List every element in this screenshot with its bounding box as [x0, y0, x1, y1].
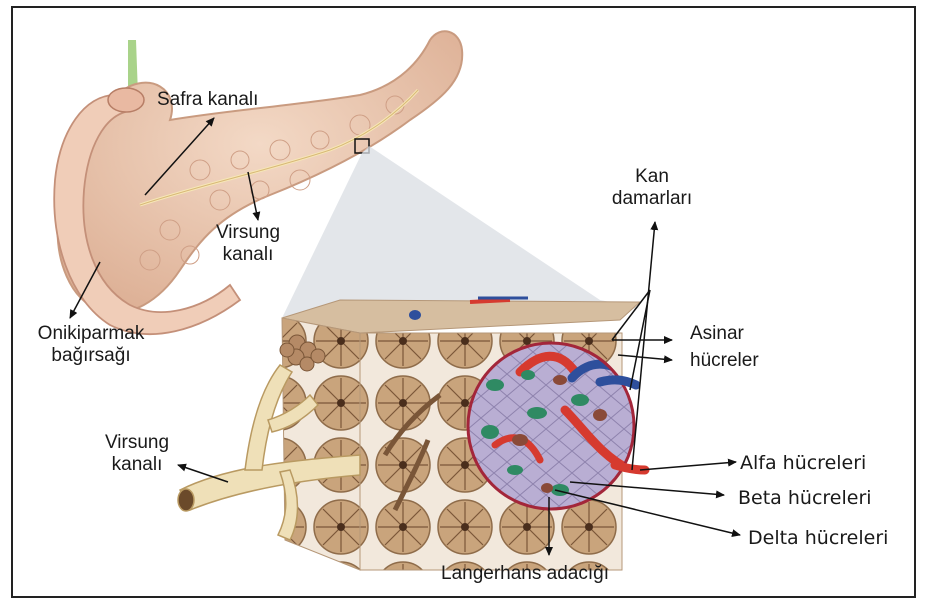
- label-virsung-kanali-top-line2: kanalı: [208, 244, 288, 266]
- label-virsung-kanali-left-line2: kanalı: [95, 454, 179, 476]
- label-onikiparmak-bagirsagi: Onikiparmak bağırsağı: [30, 323, 152, 367]
- label-langerhans-adacigi: Langerhans adacığı: [441, 563, 609, 585]
- label-virsung-kanali-left-line1: Virsung: [95, 432, 179, 454]
- label-asinar-line1: Asinar: [690, 320, 759, 347]
- label-onikiparmak-line2: bağırsağı: [30, 345, 152, 367]
- label-safra-kanali: Safra kanalı: [157, 89, 258, 111]
- label-asinar-line2: hücreler: [690, 347, 759, 374]
- label-virsung-kanali-top-line1: Virsung: [208, 222, 288, 244]
- label-asinar-hucreler: Asinar hücreler: [690, 320, 759, 374]
- label-kan-damarlari: Kan damarları: [597, 166, 707, 210]
- label-delta-hucreleri: Delta hücreleri: [748, 527, 888, 549]
- label-kan-damarlari-line1: Kan: [597, 166, 707, 188]
- label-alfa-hucreleri: Alfa hücreleri: [740, 452, 866, 474]
- label-beta-hucreleri: Beta hücreleri: [738, 487, 872, 509]
- label-virsung-kanali-top: Virsung kanalı: [208, 222, 288, 266]
- label-kan-damarlari-line2: damarları: [597, 188, 707, 210]
- label-virsung-kanali-left: Virsung kanalı: [95, 432, 179, 476]
- label-onikiparmak-line1: Onikiparmak: [30, 323, 152, 345]
